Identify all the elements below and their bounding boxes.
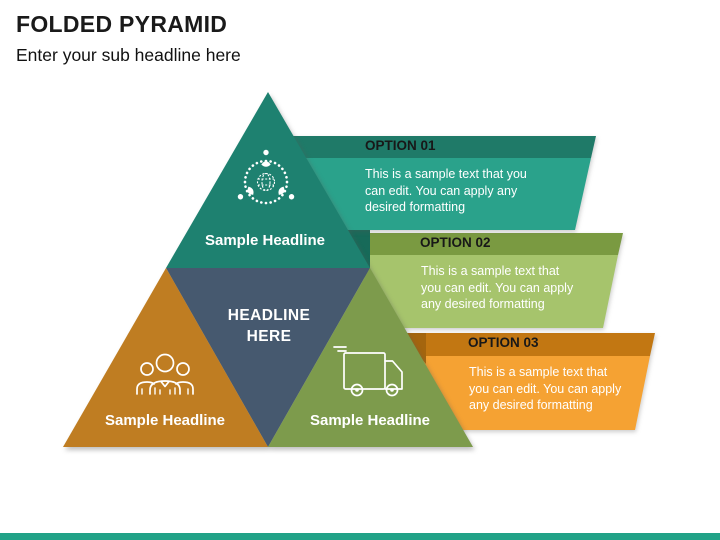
option-03-ribbon — [397, 333, 655, 430]
pyramid-bottom-right-triangle — [268, 268, 473, 447]
option-01-text: This is a sample text that you can edit.… — [365, 167, 527, 214]
option-03-body-shape — [410, 356, 650, 430]
option-02-body-shape — [352, 255, 618, 328]
pyramid-top-label: Sample Headline — [204, 232, 326, 249]
option-03-label: OPTION 03 — [468, 335, 539, 350]
pyramid-shape — [63, 92, 473, 447]
option-02-header-shape — [339, 233, 623, 255]
option-01-label: OPTION 01 — [365, 138, 436, 153]
pyramid-center-triangle — [166, 268, 370, 447]
option-03-text: This is a sample text that you can edit.… — [469, 365, 622, 412]
network-people-icon — [237, 149, 295, 205]
pyramid-bottom-left-label: Sample Headline — [104, 412, 226, 429]
delivery-truck-icon — [333, 346, 403, 397]
page-subtitle: Enter your sub headline here — [16, 45, 241, 65]
footer-accent-bar — [0, 533, 720, 540]
option-02-text: This is a sample text that you can edit.… — [421, 264, 574, 311]
pyramid-center-label: HEADLINE HERE — [227, 307, 311, 345]
pyramid-bottom-left-triangle — [63, 268, 268, 447]
page-title: FOLDED PYRAMID — [16, 11, 228, 37]
option-01-ribbon — [283, 136, 596, 230]
pyramid-top-triangle — [166, 92, 370, 268]
option-02-ribbon — [339, 233, 623, 328]
option-01-body-shape — [296, 158, 591, 230]
team-icon — [136, 353, 194, 395]
option-01-header-shape — [283, 136, 596, 158]
option-03-header-shape — [397, 333, 655, 356]
option-02-label: OPTION 02 — [420, 235, 491, 250]
pyramid-bottom-right-label: Sample Headline — [309, 412, 431, 429]
